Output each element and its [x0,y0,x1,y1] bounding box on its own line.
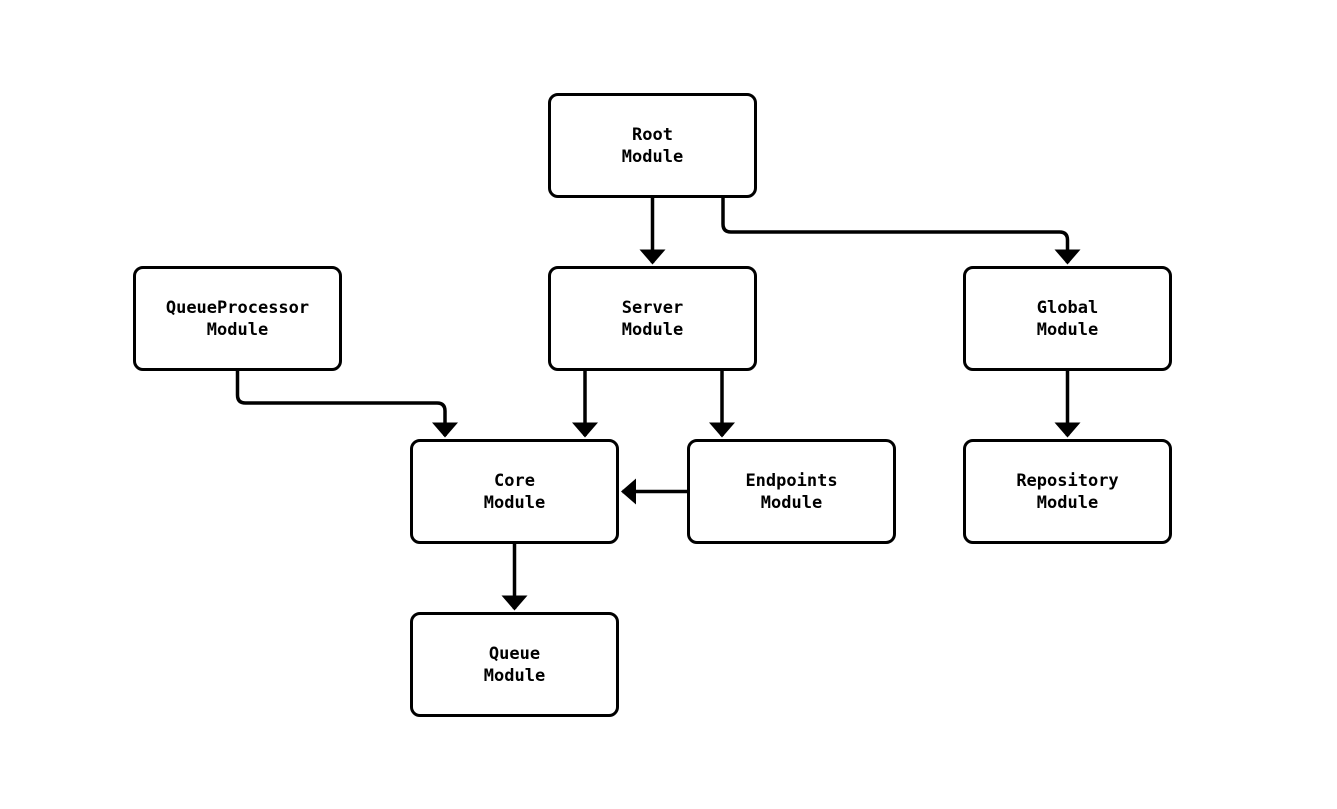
node-label-line1: Core [494,470,535,491]
edge-root-global [721,198,1081,265]
node-label-line2: Module [760,492,823,513]
node-label-line1: QueueProcessor [165,297,310,318]
node-label-line1: Endpoints [745,470,838,491]
node-label-line2: Module [483,665,546,686]
edge-queueprocessor-core [235,371,458,438]
node-label-line1: Repository [1016,470,1119,491]
node-label-line2: Module [483,492,546,513]
node-label-line2: Module [621,146,684,167]
node-label-line1: Queue [488,643,541,664]
node-label-line2: Module [206,319,269,340]
node-label-line1: Server [621,297,684,318]
node-label-line2: Module [1036,492,1099,513]
node-label-line1: Global [1036,297,1099,318]
edge-group [235,198,1081,611]
node-label-line2: Module [1036,319,1099,340]
node-label-line2: Module [621,319,684,340]
node-label-line1: Root [632,124,673,145]
